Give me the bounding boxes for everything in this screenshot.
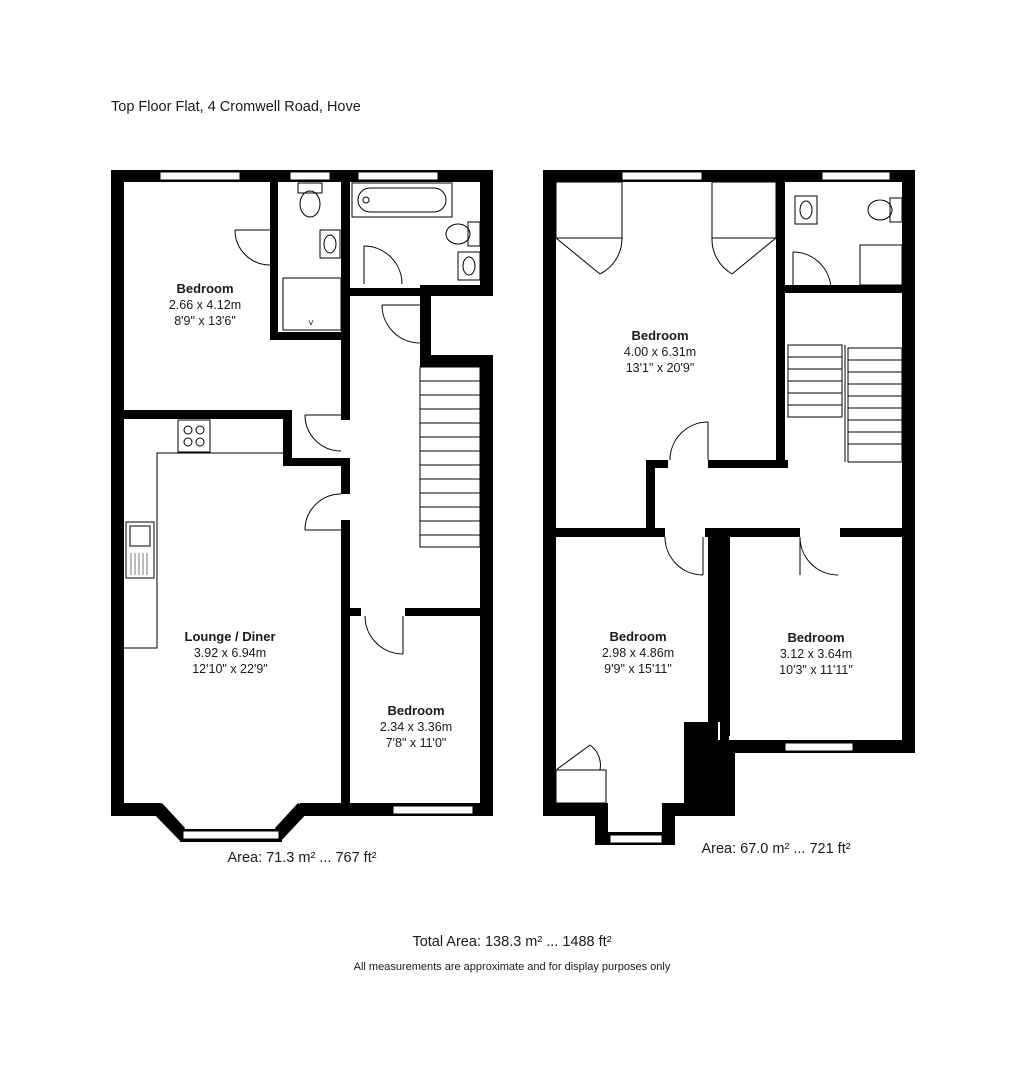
floor-area-right: Area: 67.0 m² ... 721 ft² (701, 841, 850, 857)
page-title: Top Floor Flat, 4 Cromwell Road, Hove (111, 99, 361, 115)
doors (234, 229, 421, 655)
room-label-bedroom-1: Bedroom 2.66 x 4.12m 8'9" x 13'6" (169, 281, 241, 328)
svg-text:8'9" x 13'6": 8'9" x 13'6" (174, 314, 236, 328)
windows (609, 171, 891, 844)
svg-text:2.66 x 4.12m: 2.66 x 4.12m (169, 298, 241, 312)
doors (555, 181, 839, 804)
svg-text:10'3" x 11'11": 10'3" x 11'11" (779, 663, 853, 677)
floor-plan-left: ˅ Bedroom 2.66 x 4.12m 8'9" x 13'6" Loun… (111, 170, 493, 866)
svg-text:Bedroom: Bedroom (609, 629, 666, 644)
bathroom-fixtures-right (794, 195, 903, 286)
room-label-bedroom-5: Bedroom 3.12 x 3.64m 10'3" x 11'11" (779, 630, 853, 677)
floor-plan-right: Bedroom 4.00 x 6.31m 13'1" x 20'9" Bedro… (543, 170, 915, 857)
svg-text:13'1" x 20'9": 13'1" x 20'9" (626, 361, 695, 375)
svg-text:3.92 x 6.94m: 3.92 x 6.94m (194, 646, 266, 660)
room-label-bedroom-2: Bedroom 2.34 x 3.36m 7'8" x 11'0" (380, 703, 452, 750)
svg-text:Lounge / Diner: Lounge / Diner (185, 629, 276, 644)
bathroom-fixtures-left: ˅ (282, 182, 481, 331)
svg-text:2.34 x 3.36m: 2.34 x 3.36m (380, 720, 452, 734)
kitchen-fixtures (124, 419, 283, 649)
svg-text:Bedroom: Bedroom (787, 630, 844, 645)
staircase-left (419, 366, 481, 548)
disclaimer: All measurements are approximate and for… (354, 961, 671, 973)
room-label-bedroom-4: Bedroom 2.98 x 4.86m 9'9" x 15'11" (602, 629, 674, 676)
windows (159, 171, 474, 840)
svg-text:˅: ˅ (308, 318, 314, 329)
svg-text:Bedroom: Bedroom (387, 703, 444, 718)
svg-text:12'10" x 22'9": 12'10" x 22'9" (192, 662, 268, 676)
room-label-lounge-diner: Lounge / Diner 3.92 x 6.94m 12'10" x 22'… (185, 629, 276, 676)
svg-text:4.00 x 6.31m: 4.00 x 6.31m (624, 345, 696, 359)
svg-text:Bedroom: Bedroom (176, 281, 233, 296)
interior-walls (111, 180, 490, 810)
svg-text:9'9" x 15'11": 9'9" x 15'11" (604, 662, 672, 676)
svg-text:3.12 x 3.64m: 3.12 x 3.64m (780, 647, 852, 661)
total-area: Total Area: 138.3 m² ... 1488 ft² (412, 934, 611, 950)
room-label-bedroom-3: Bedroom 4.00 x 6.31m 13'1" x 20'9" (624, 328, 696, 375)
staircase-right (787, 344, 903, 463)
svg-text:7'8" x 11'0": 7'8" x 11'0" (386, 736, 447, 750)
interior-walls (556, 180, 910, 748)
floor-area-left: Area: 71.3 m² ... 767 ft² (227, 850, 376, 866)
svg-text:2.98 x 4.86m: 2.98 x 4.86m (602, 646, 674, 660)
svg-text:Bedroom: Bedroom (631, 328, 688, 343)
